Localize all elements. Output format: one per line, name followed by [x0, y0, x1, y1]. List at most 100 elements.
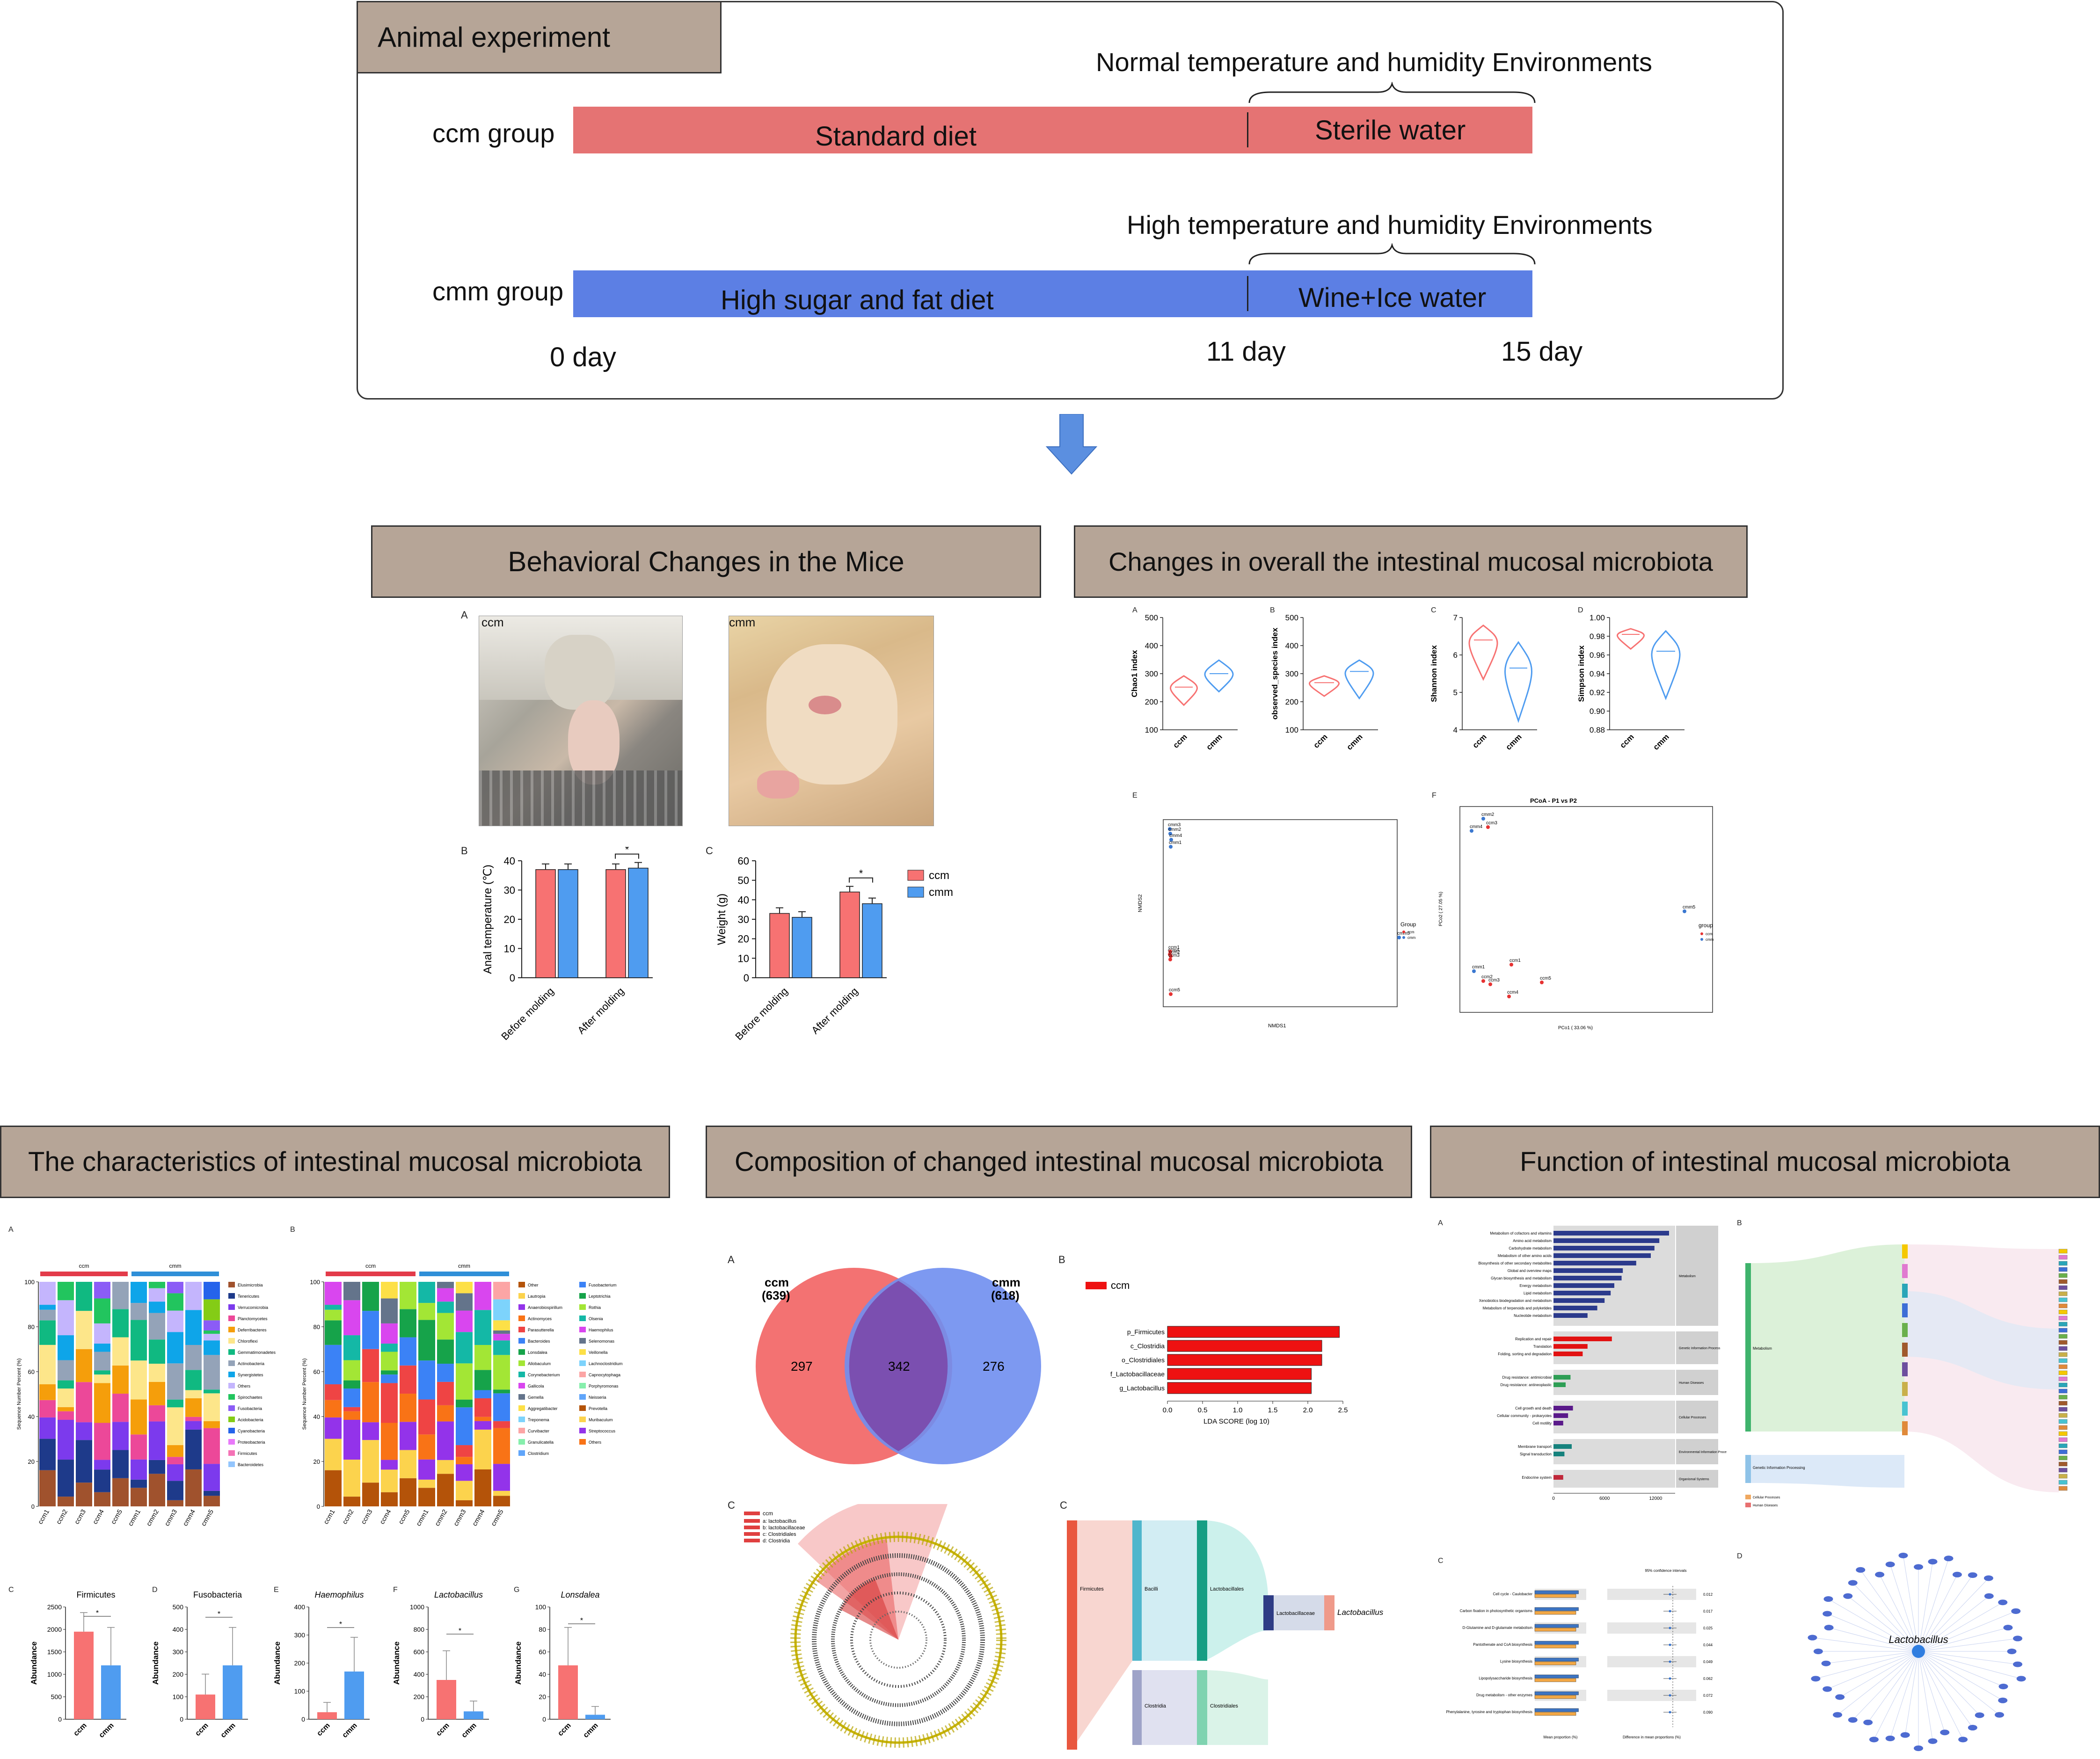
network-edge [1918, 1651, 2021, 1679]
x-tick-label: ccm4 [378, 1508, 393, 1525]
venn-right-count: 276 [983, 1359, 1005, 1374]
network-node [1848, 1717, 1858, 1723]
kegg-bar [1553, 1291, 1611, 1295]
mouse-photo-cmm: cmm [729, 616, 934, 826]
kegg-pathway-label: Global and overview maps [1508, 1269, 1552, 1273]
stack-segment [58, 1420, 74, 1460]
legend-swatch [518, 1349, 525, 1355]
stack-segment [167, 1310, 183, 1332]
network-node [2013, 1661, 2023, 1667]
stack-segment [418, 1320, 435, 1361]
x-tick-label: ccm [1471, 732, 1488, 749]
svg-text:Metabolism: Metabolism [1753, 1346, 1772, 1351]
x-tick-label: ccm [194, 1722, 210, 1738]
legend-label: Haemophilus [589, 1328, 613, 1332]
network-center-node [1912, 1645, 1925, 1658]
x-tick-label: ccm [1312, 732, 1329, 749]
svg-text:ccm: ccm [1706, 932, 1713, 936]
legend-swatch [228, 1349, 235, 1355]
y-tick-label: 20 [738, 933, 749, 945]
x-tick-label: cmm [1504, 732, 1523, 751]
x-tick-label: ccm1 [36, 1508, 51, 1525]
kegg-category-box [1676, 1370, 1718, 1395]
legend-label: Gemella [528, 1395, 544, 1400]
stack-segment [325, 1400, 342, 1417]
point-label: ccm2 [1481, 974, 1493, 980]
network-edge [1918, 1558, 1949, 1652]
stack-segment [456, 1293, 473, 1311]
sankey-right-node [2058, 1370, 2068, 1375]
legend-swatch [518, 1372, 525, 1377]
kegg-bar [1553, 1344, 1588, 1349]
sankey-mid-node [1902, 1284, 1908, 1298]
stack-segment [343, 1380, 360, 1389]
sankey-right-node [2058, 1431, 2068, 1436]
stack-segment [94, 1423, 110, 1460]
y-tick-label: 60 [539, 1648, 546, 1656]
stack-segment [325, 1305, 342, 1310]
kegg-group-bg [1553, 1470, 1675, 1488]
scatter-point [1168, 950, 1172, 953]
taxonomy-sankey: Firmicutes Bacilli Clostridia Lactobacil… [1067, 1520, 1384, 1750]
x-tick-label: Before molding [733, 985, 790, 1042]
stack-segment [418, 1303, 435, 1320]
pcoa-y-label: PCo2 ( 27.05 %) [1438, 892, 1444, 926]
stack-segment [493, 1299, 510, 1321]
lda-bar [1167, 1340, 1322, 1352]
stamp-p-value: 0.072 [1703, 1694, 1713, 1698]
y-axis-label: Sequence Number Percent (%) [16, 1359, 22, 1430]
func-letter-b: B [1737, 1219, 1742, 1227]
x-tick-label: cmm [219, 1722, 237, 1739]
stack-segment [204, 1299, 220, 1321]
network-node [1833, 1712, 1843, 1718]
y-tick-label: 2000 [47, 1626, 62, 1633]
char-letter-d: D [152, 1586, 158, 1594]
y-tick-label: 0 [58, 1715, 62, 1723]
bar [437, 1680, 456, 1719]
stack-segment [149, 1421, 165, 1460]
network-node [1983, 1575, 1993, 1581]
sankey-right-node [2058, 1395, 2068, 1400]
legend-swatch [518, 1360, 525, 1366]
x-tick-label: cmm5 [199, 1508, 215, 1527]
stack-segment [76, 1440, 92, 1483]
chart-title: Firmicutes [76, 1590, 115, 1599]
x-tick-label: ccm1 [322, 1508, 336, 1525]
stack-segment [149, 1381, 165, 1405]
normal-env-brace [1248, 82, 1536, 103]
behavior-letter-c: C [706, 845, 713, 857]
network-node [1994, 1712, 2004, 1718]
network-node [1898, 1553, 1908, 1559]
stack-segment [185, 1469, 202, 1506]
stack-segment [58, 1407, 74, 1411]
network-node [1848, 1580, 1858, 1586]
experiment-frame [357, 1, 1784, 400]
chart-title: Lonsdalea [561, 1590, 599, 1599]
legend-swatch [907, 887, 924, 898]
x-tick-label: 0.0 [1163, 1406, 1173, 1414]
x-tick-label: cmm [1651, 732, 1670, 751]
network-node [1813, 1649, 1823, 1654]
significance-label: * [218, 1610, 220, 1618]
bar [862, 903, 882, 978]
network-edge [1918, 1651, 2004, 1687]
y-tick-label: 100 [535, 1603, 547, 1611]
legend-swatch [228, 1360, 235, 1366]
stack-segment [167, 1363, 183, 1400]
legend-label: Anaerobiospirillum [528, 1305, 562, 1310]
y-tick-label: 200 [1145, 698, 1158, 706]
stack-segment [362, 1422, 379, 1440]
network-edge [1874, 1651, 1919, 1740]
x-tick-label: cmm3 [452, 1508, 467, 1527]
stack-segment [94, 1383, 110, 1423]
y-tick-label: 0 [301, 1715, 305, 1723]
legend-label: Fusobacterium [589, 1283, 617, 1287]
y-tick-label: 300 [294, 1631, 306, 1639]
overall-letter-d: D [1578, 606, 1583, 614]
y-tick-label: 500 [51, 1693, 62, 1701]
point-label: cmm1 [1169, 840, 1182, 845]
x-tick-label: 2.0 [1303, 1406, 1313, 1414]
y-tick-label: 20 [504, 914, 515, 925]
